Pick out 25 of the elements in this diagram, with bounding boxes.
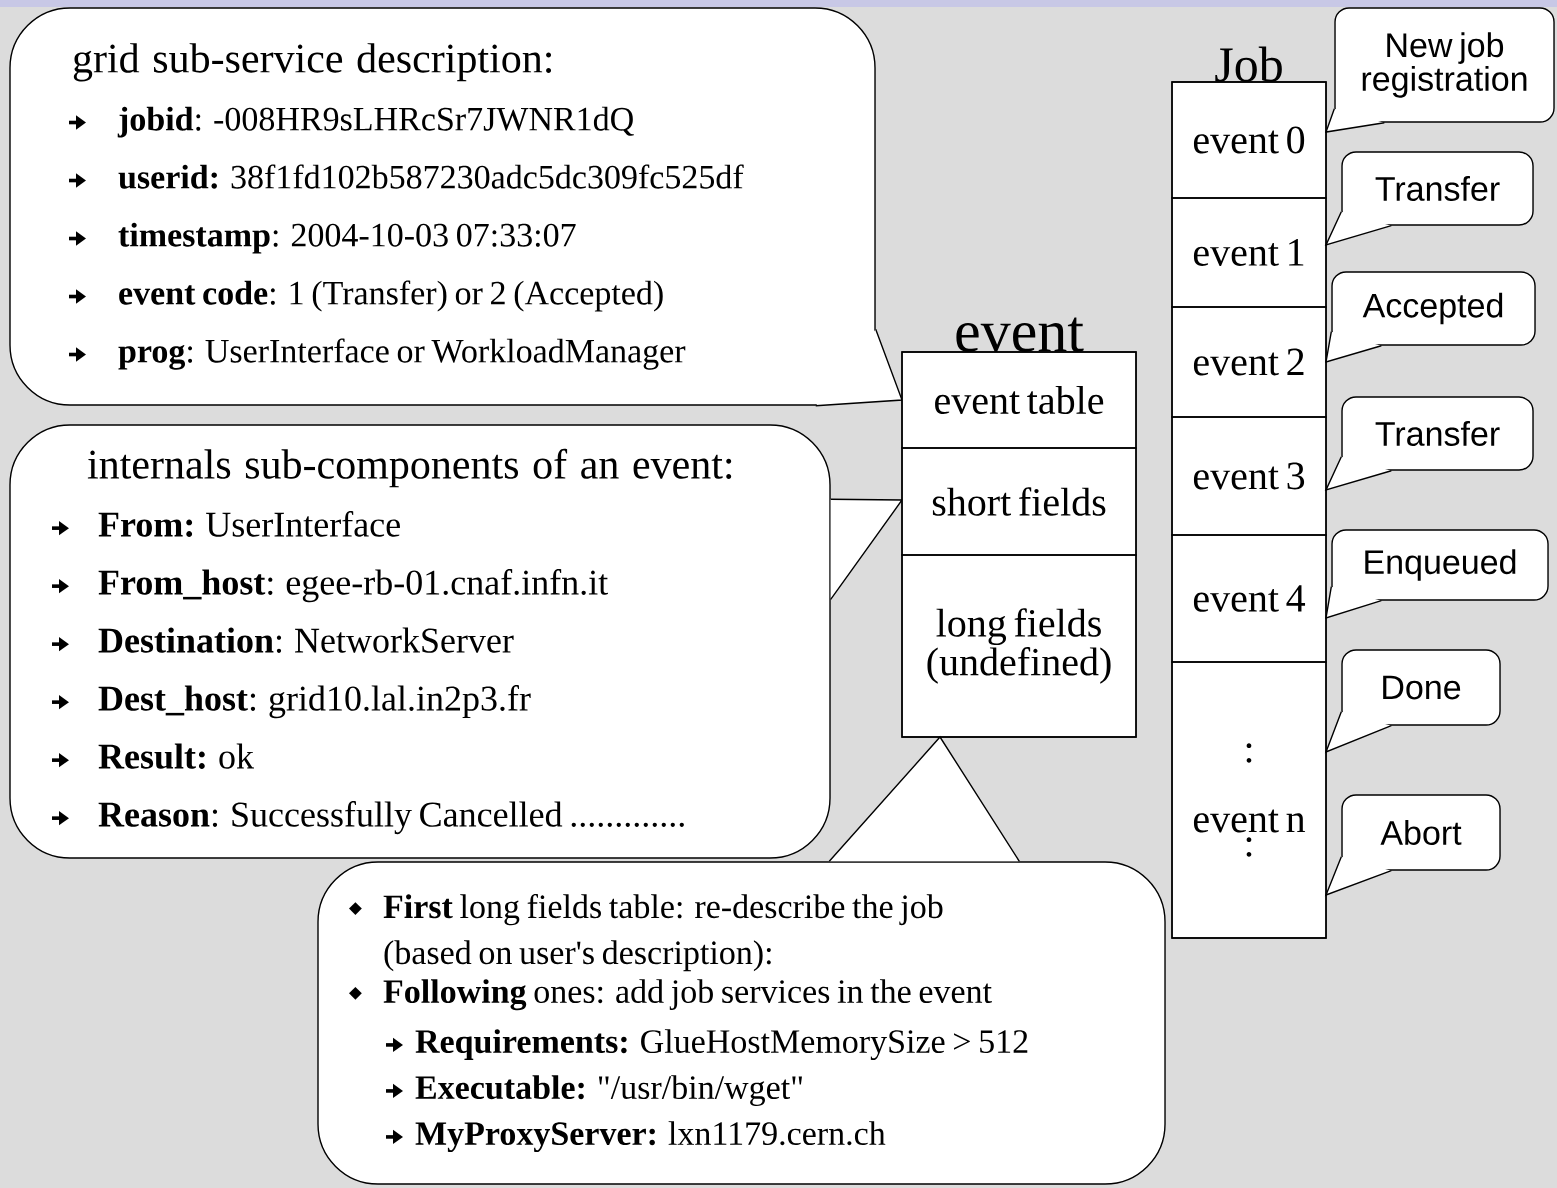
speech-bubble: Abort	[1324, 794, 1501, 897]
speech-bubble: New job registration	[1324, 7, 1555, 133]
node-label: Following ones: add job services in the event	[383, 979, 992, 1011]
speech-bubble: Transfer	[1324, 396, 1534, 492]
speech-bubble: internals sub-components of an event: From: UserInterface From_host: egee-rb-01.cnaf.infn.it Destination: NetworkServer Dest_host: grid10.lal.in2p3.fr Result: ok Reason: Successfully Cancelled .............	[9, 424, 904, 859]
speech-bubble: Enqueued	[1325, 529, 1549, 619]
node-label: Requirements: GlueHostMemorySize > 512	[415, 1029, 1028, 1061]
table-cell: event 4	[1171, 534, 1327, 663]
speech-bubble: Done	[1324, 649, 1501, 754]
speech-bubble: Transfer	[1324, 151, 1534, 247]
speech-bubble: grid sub-service description: jobid: -008HR9sLHRcSr7JWNR1dQ userid: 38f1fd102b587230adc5dc309fc525df timestamp: 2004-10-03 07:33:07 event code: 1 (Transfer) or 2 (Accepted) prog: UserInterface or WorkloadManager	[9, 7, 903, 407]
node-label: Job	[1215, 46, 1282, 82]
node-label: event	[956, 317, 1084, 352]
table-cell: : event n :	[1171, 661, 1327, 939]
node-label: MyProxyServer: lxn1179.cern.ch	[415, 1121, 886, 1153]
table-cell: short fields	[901, 447, 1137, 556]
speech-bubble: Accepted	[1325, 271, 1536, 363]
table-cell: event table	[901, 351, 1137, 449]
node-label: First long fields table: re-describe the job (based on user's description):	[383, 893, 943, 972]
table-cell: event 1	[1171, 197, 1327, 308]
node-label: Executable: "/usr/bin/wget"	[415, 1075, 802, 1107]
table-cell: event 3	[1171, 416, 1327, 536]
table-cell: long fields (undefined)	[901, 554, 1137, 738]
table-cell: event 2	[1171, 306, 1327, 418]
table-cell: event 0	[1171, 81, 1327, 199]
